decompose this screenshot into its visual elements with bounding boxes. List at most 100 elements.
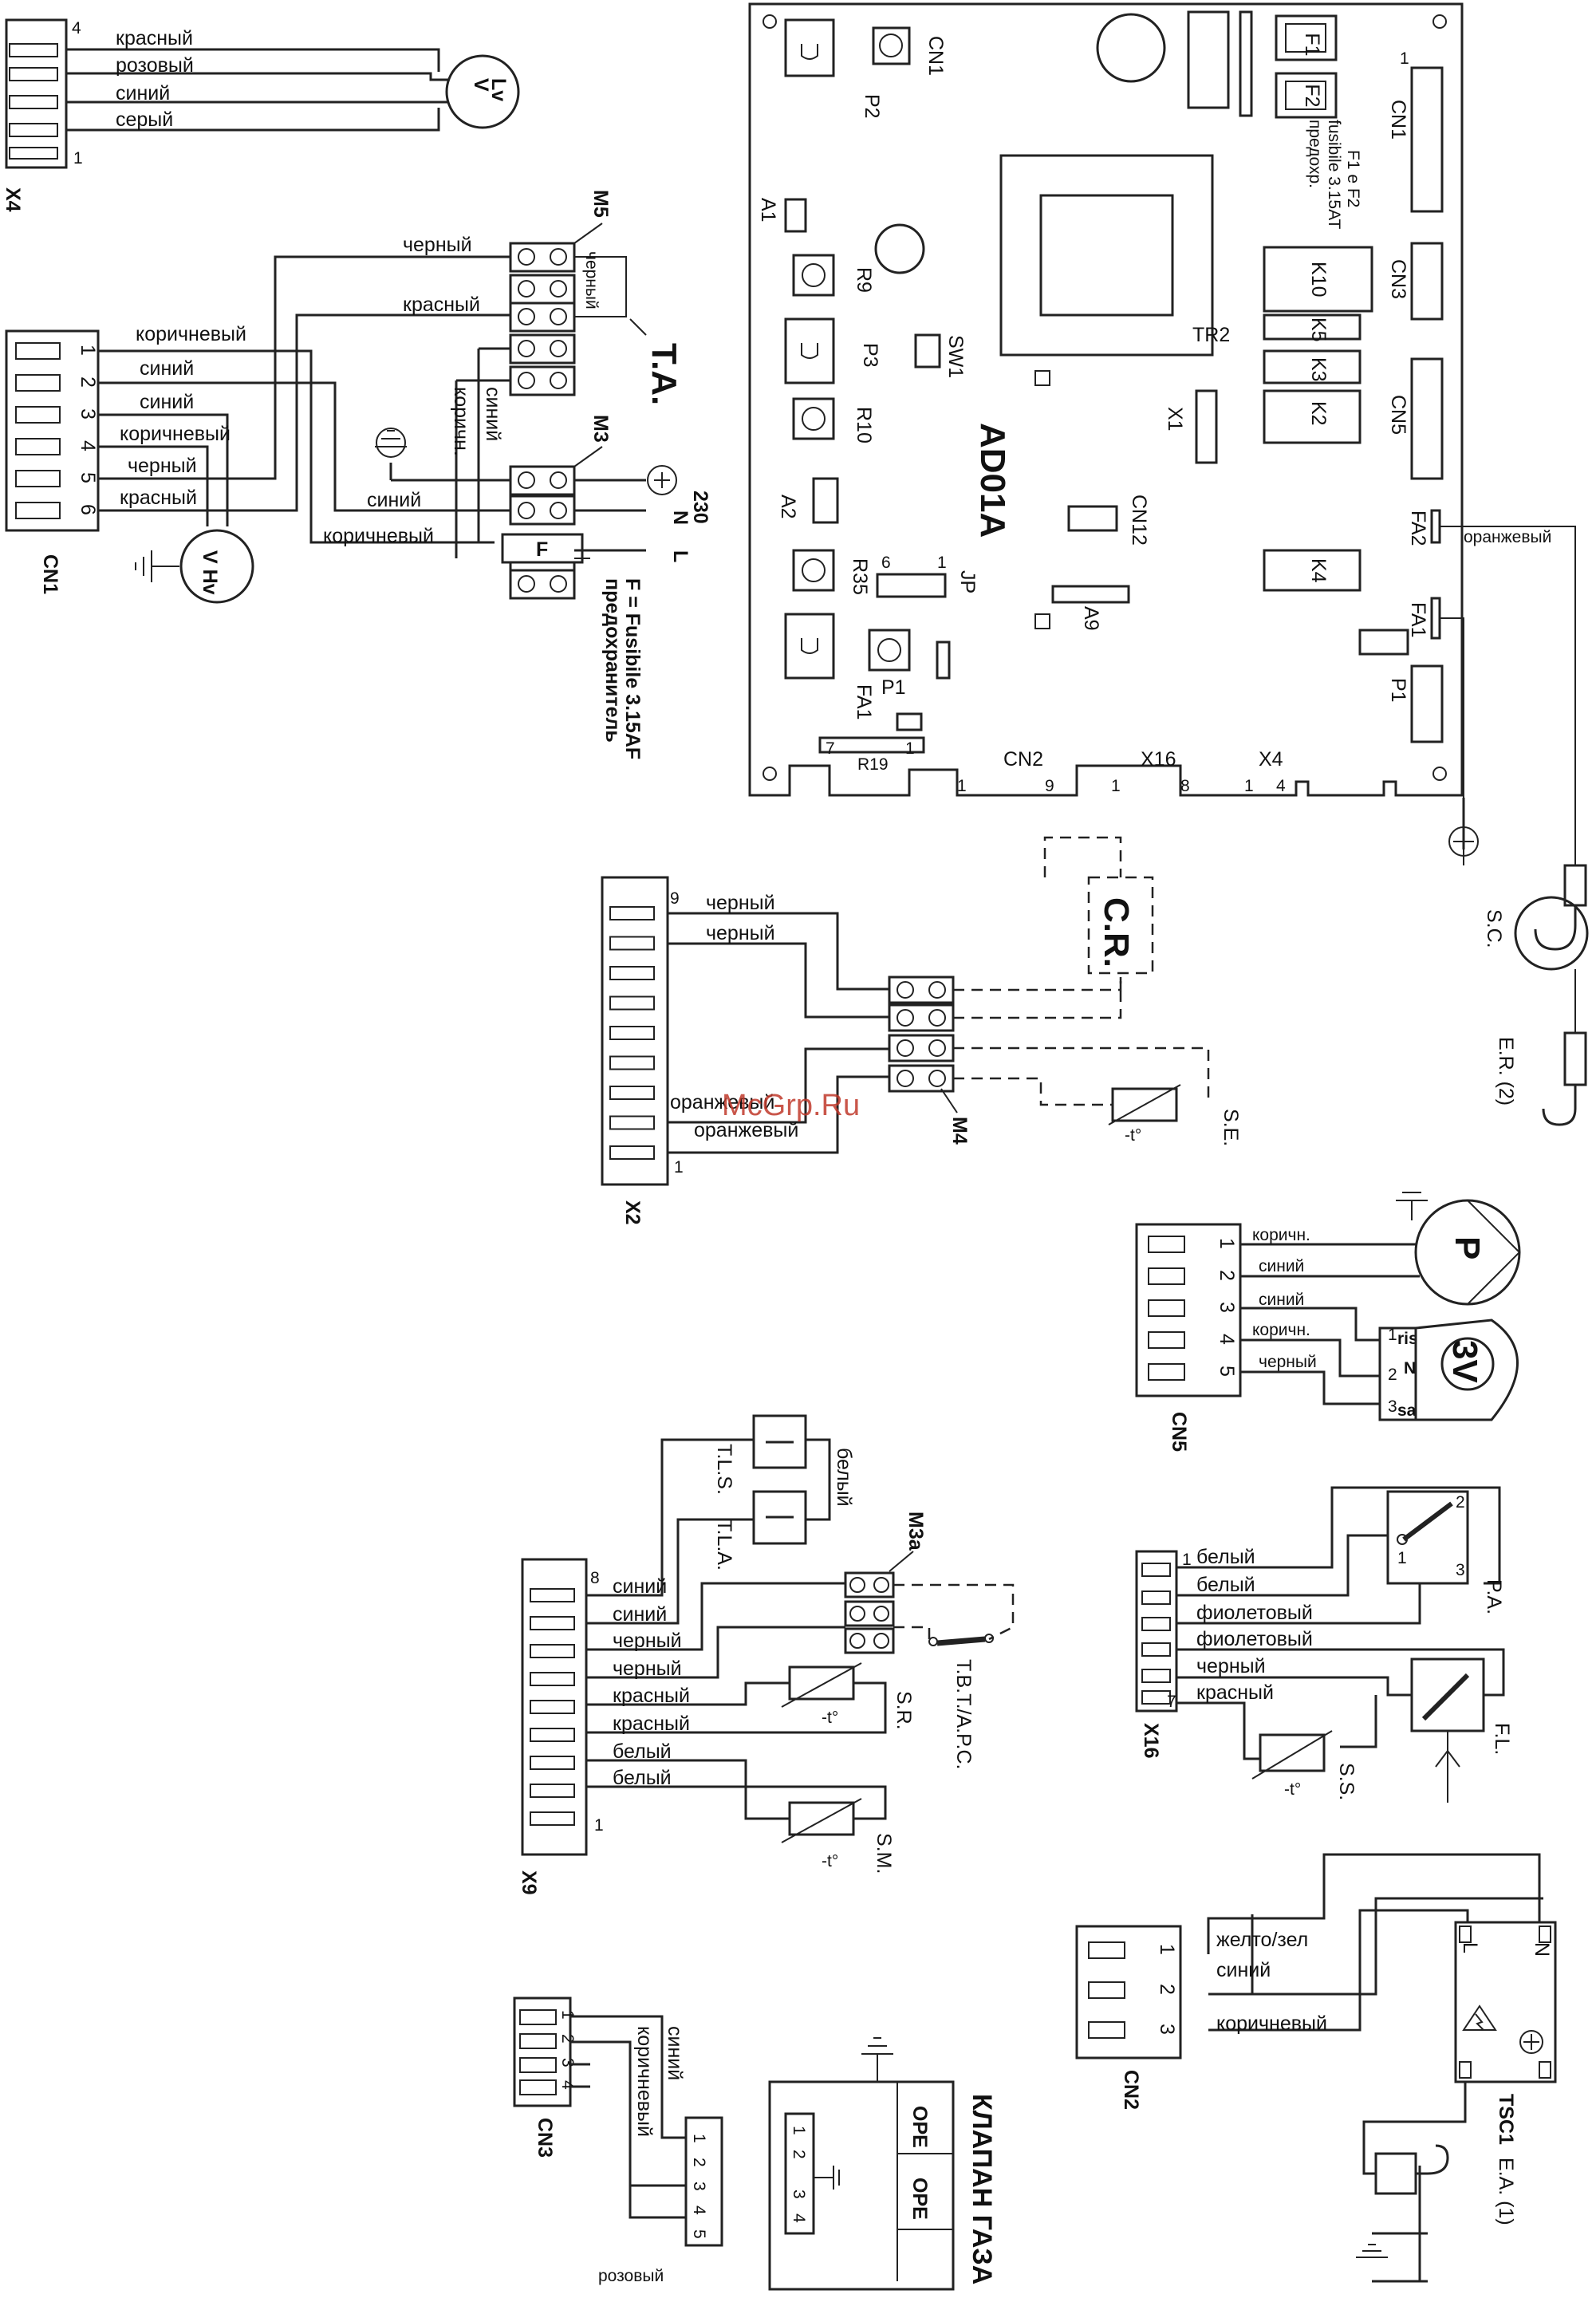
fl-label: F.L.: [1491, 1723, 1513, 1755]
x9-pin-top: 8: [590, 1569, 600, 1587]
connector-slot: [609, 1086, 655, 1100]
x2-pin-bottom: 1: [674, 1158, 684, 1177]
orange-wire-label: оранжевый: [1464, 528, 1551, 546]
se-label: S.E.: [1220, 1109, 1242, 1146]
x2-board-label: CN2: [1003, 748, 1043, 771]
x4-wire-1: красный: [116, 27, 193, 49]
x9-pin-bottom: 1: [594, 1816, 604, 1835]
x16-wire-6: красный: [1196, 1681, 1274, 1704]
x16-wire-2: белый: [1196, 1574, 1255, 1596]
cn5-pin-4: 4: [1216, 1334, 1238, 1345]
tsc-n: N: [1531, 1942, 1553, 1957]
valve-label-n: N: [1404, 1359, 1416, 1378]
a2-label: A2: [777, 495, 799, 519]
m3-wire-2: коричневый: [323, 525, 434, 547]
svg-text:CN1: CN1: [1387, 100, 1409, 140]
fuse-note-1: F1 e F2: [1344, 150, 1362, 207]
cn5-wire-1: коричн.: [1252, 1226, 1310, 1244]
valve-pin-1: 1: [1388, 1326, 1397, 1344]
x2-wire-top-1: черный: [706, 892, 775, 914]
gv-inner-3: 3: [790, 2190, 808, 2199]
cn5-label: CN5: [1168, 1412, 1190, 1452]
cn1-label: CN1: [39, 554, 61, 594]
tbt-label: T.B.T./A.P.C.: [952, 1659, 975, 1769]
m4-label: M4: [948, 1117, 971, 1145]
x4-pin-bottom: 1: [73, 149, 83, 168]
cn5-wire-2: синий: [1259, 1257, 1304, 1275]
svg-text:-t°: -t°: [1125, 1126, 1141, 1145]
tls-label: T.L.S.: [713, 1444, 735, 1495]
x9-board-pin-1: 1: [1111, 777, 1121, 795]
cn5-board-label: CN5: [1387, 395, 1409, 435]
fa2-label: FA2: [1407, 510, 1429, 546]
cn2-wire-2: синий: [1216, 1959, 1271, 1981]
x16-board-pin-1: 1: [905, 739, 915, 758]
x16-wire-4: фиолетовый: [1196, 1628, 1313, 1650]
x4-group: X4 4 1 красный розовый синий серый V Lv: [2, 18, 520, 212]
cn1-wire-5: черный: [128, 455, 197, 477]
cn5-pin-3: 3: [1216, 1302, 1238, 1313]
pa-label: P.A.: [1483, 1579, 1505, 1614]
x16-pin-bottom: 7: [1167, 1693, 1176, 1711]
x2-board-pin-9: 9: [1045, 777, 1054, 795]
cn2-wire-3: коричневый: [1216, 2012, 1327, 2035]
tsc-label: TSC1: [1495, 2094, 1517, 2145]
ope-1: OPE: [908, 2106, 931, 2148]
cn3-pin-4: 4: [558, 2080, 577, 2090]
x9-wire-7: белый: [613, 1740, 672, 1763]
pump-label: P: [1448, 1236, 1487, 1259]
cn1-wire-1: коричневый: [136, 323, 246, 345]
cn1-board-ref: 1: [1400, 49, 1409, 68]
k2-label: K2: [1307, 401, 1330, 426]
mains-l: L: [669, 550, 692, 562]
valve-3v-label: 3V: [1445, 1340, 1484, 1383]
x2-wire-top-2: черный: [706, 922, 775, 944]
connector-slot: [609, 906, 655, 920]
cn12-label: CN12: [1128, 495, 1150, 546]
x2-label: X2: [621, 1200, 644, 1225]
cn3-wire-3: розовый: [598, 2267, 664, 2285]
cn1-pin-1: 1: [77, 345, 99, 356]
ta-label: T.A.: [644, 343, 684, 405]
gv-pin-4: 4: [690, 2205, 708, 2215]
x16-wire-3: фиолетовый: [1196, 1602, 1313, 1624]
svg-text:-t°: -t°: [822, 1709, 838, 1727]
m5-label: M5: [589, 190, 612, 218]
x2-group: X2 9 1 черный черный оранжевый оранжевый…: [601, 836, 1242, 1225]
cn3-wire-2: коричневый: [633, 2026, 656, 2137]
fa1-label: FA1: [1407, 602, 1429, 637]
connector-slot: [609, 1026, 655, 1040]
a9-label: A9: [1080, 606, 1102, 631]
x16-pin-top: 1: [1182, 1551, 1192, 1569]
x2-pin-top: 9: [670, 889, 680, 908]
x9-wire-4: черный: [613, 1657, 682, 1680]
x16-group: X16 1 7 белый белый фиолетовый фиолетовы…: [1135, 1486, 1513, 1803]
connector-slot: [530, 1616, 575, 1630]
terminal-blocks: M5 черный красный черный T.A. коричн. си…: [323, 190, 711, 759]
cn1-pin-5: 5: [77, 472, 99, 483]
p1-label: FA1: [853, 684, 875, 719]
sr-label: S.R.: [893, 1691, 915, 1730]
x4-wire-4: серый: [116, 108, 173, 131]
m3a-label: M3a: [904, 1512, 927, 1551]
connector-slot: [530, 1811, 575, 1826]
cn1-wire-4: коричневый: [120, 423, 231, 445]
mains-n: N: [669, 510, 692, 525]
x9-wire-8: белый: [613, 1767, 672, 1789]
x9-wire-6: красный: [613, 1713, 690, 1735]
k10-label: K10: [1307, 262, 1330, 297]
ope-2: OPE: [908, 2178, 931, 2220]
x9-group: X9 8 1 синий синий черный черный красный…: [518, 1414, 1015, 1895]
x16-label: X16: [1140, 1723, 1162, 1758]
tr2-label: TR2: [1192, 324, 1230, 346]
gv-inner-4: 4: [790, 2213, 808, 2223]
tl-white-wire: белый: [833, 1448, 855, 1507]
r9-label: R9: [853, 267, 875, 293]
x4-pin-top: 4: [72, 19, 81, 37]
jp-pin-6: 6: [881, 554, 891, 572]
er-label: E.R. (2): [1495, 1037, 1517, 1106]
p2-label: P2: [861, 94, 883, 119]
cn2-pin-1: 1: [1156, 1944, 1178, 1955]
fan-lv-v: V: [470, 78, 492, 92]
